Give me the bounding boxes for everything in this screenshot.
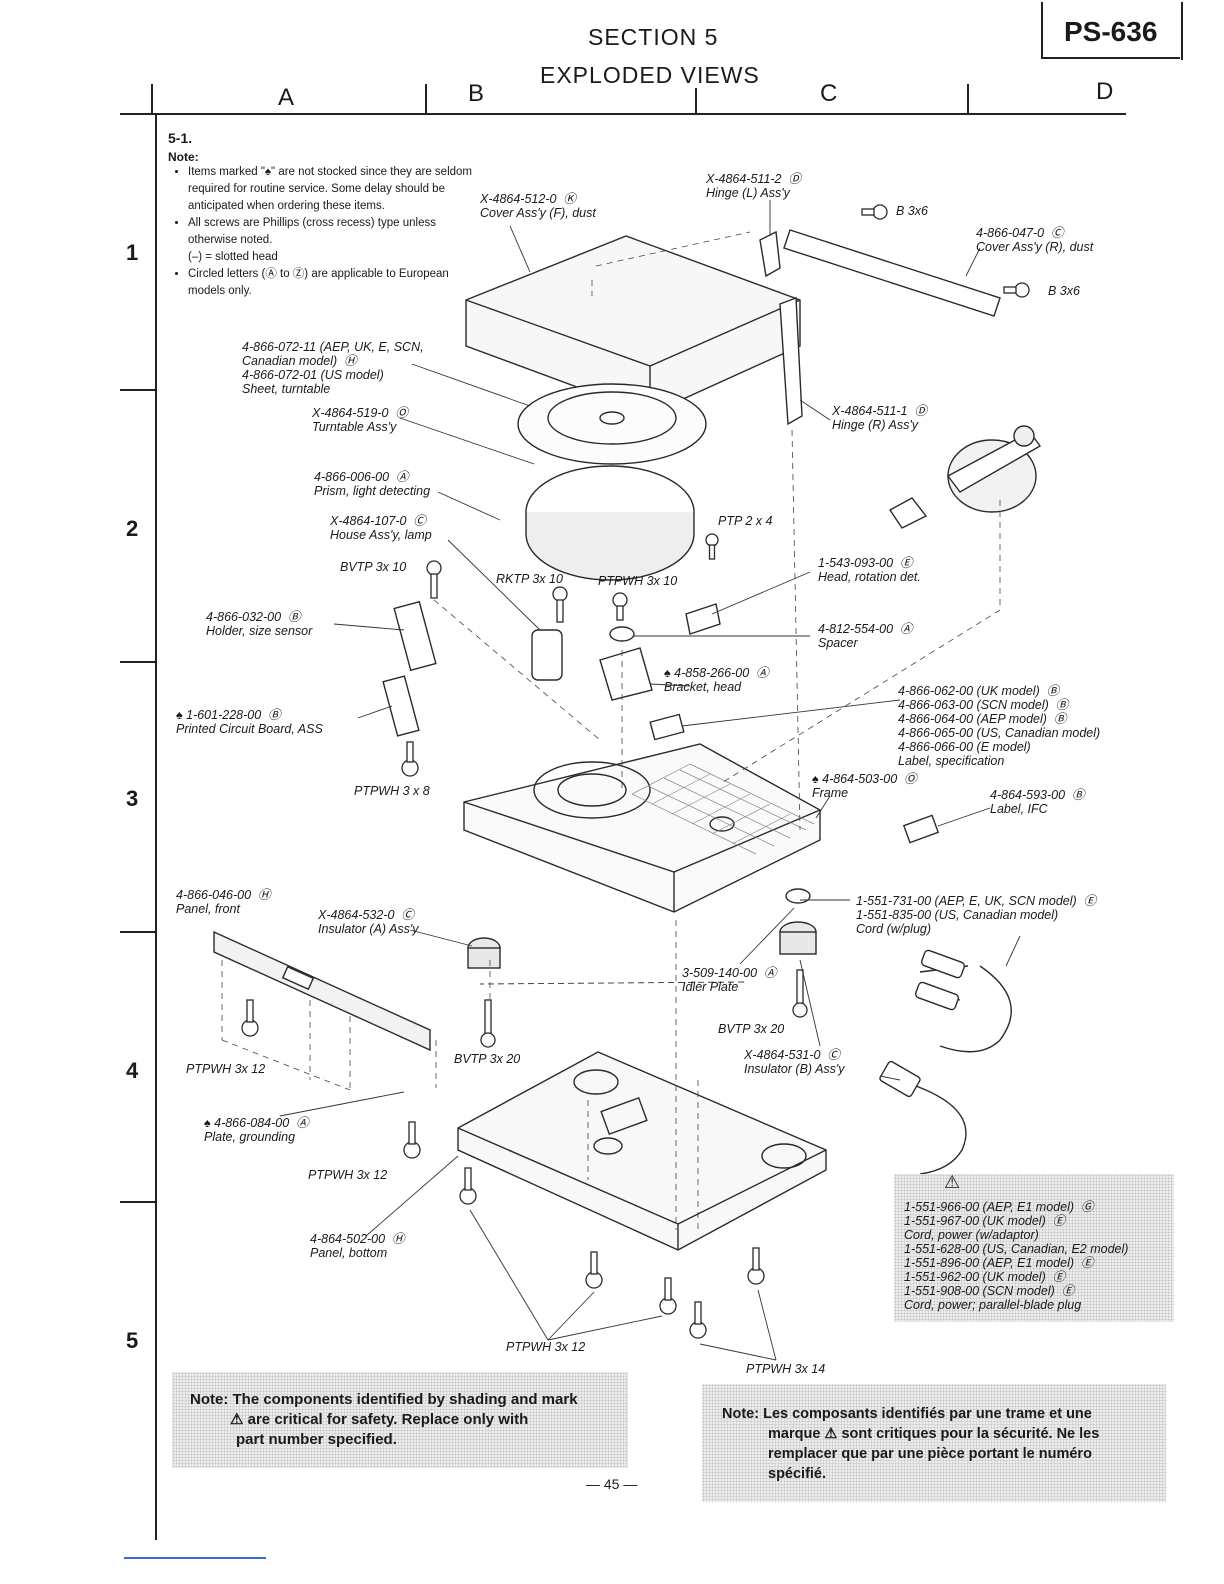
label-screw-ptpwh3x12-c: PTPWH 3x 12: [506, 1340, 586, 1354]
notes-list: Items marked "♠" are not stocked since t…: [170, 164, 474, 300]
label-sheet-turntable: 4-866-072-11 (AEP, UK, E, SCN, Canadian …: [242, 340, 424, 396]
label-spec: 4-866-062-00 (UK model) Ⓑ 4-866-063-00 (…: [898, 684, 1101, 768]
safety-note-en-line2: are critical for safety. Replace only wi…: [247, 1411, 529, 1428]
safety-note-en-line3: part number specified.: [236, 1431, 397, 1448]
section-heading: SECTION 5: [588, 24, 719, 50]
page-number: — 45 —: [586, 1476, 638, 1492]
safety-note-fr-line1: Les composants identifiés par une trame …: [763, 1406, 1092, 1422]
label-head-rotation: 1-543-093-00 Ⓔ Head, rotation det.: [818, 556, 921, 584]
label-screw-bvtp3x20-a: BVTP 3x 20: [718, 1022, 785, 1036]
label-screw-b3x6-b: B 3x6: [1048, 284, 1080, 298]
label-power-cords: 1-551-966-00 (AEP, E1 model) Ⓖ 1-551-967…: [904, 1200, 1129, 1312]
label-screw-ptpwh3x14: PTPWH 3x 14: [746, 1362, 826, 1376]
label-screw-ptp2x4: PTP 2 x 4: [718, 514, 773, 528]
label-screw-ptpwh3x8: PTPWH 3 x 8: [354, 784, 430, 798]
safety-note-en-prefix: Note:: [190, 1391, 229, 1408]
figure-number: 5-1.: [168, 130, 193, 146]
safety-note-fr-line3: remplacer que par une pièce portant le n…: [768, 1446, 1092, 1462]
safety-note-fr-line2b: sont critiques pour la sécurité. Ne les: [841, 1426, 1100, 1442]
row-label-3: 3: [126, 786, 139, 811]
label-insulator-b: X-4864-531-0 Ⓒ Insulator (B) Ass'y: [744, 1048, 845, 1076]
column-label-b: B: [468, 80, 485, 107]
label-spacer: 4-812-554-00 Ⓐ Spacer: [818, 622, 913, 650]
label-cover-dust-r: 4-866-047-0 Ⓒ Cover Ass'y (R), dust: [976, 226, 1094, 254]
label-panel-front: 4-866-046-00 Ⓗ Panel, front: [176, 888, 271, 916]
label-screw-rktp3x10: RKTP 3x 10: [496, 572, 563, 586]
safety-note-fr-prefix: Note:: [722, 1406, 760, 1422]
safety-note-fr-line2a: marque: [768, 1426, 821, 1442]
safety-note-english: Note: The components identified by shadi…: [172, 1372, 628, 1468]
label-ifc: 4-864-593-00 Ⓑ Label, IFC: [990, 788, 1085, 816]
row-label-5: 5: [126, 1328, 139, 1353]
label-cord-plug: 1-551-731-00 (AEP, E, UK, SCN model) Ⓔ 1…: [856, 894, 1097, 936]
label-turntable: X-4864-519-0 Ⓞ Turntable Ass'y: [312, 406, 408, 434]
row-label-1: 1: [126, 240, 139, 265]
page-title: EXPLODED VIEWS: [540, 62, 760, 88]
column-label-d: D: [1096, 78, 1114, 105]
label-hinge-r: X-4864-511-1 Ⓓ Hinge (R) Ass'y: [832, 404, 927, 432]
column-label-a: A: [278, 84, 295, 111]
safety-note-french: Note: Les composants identifiés par une …: [702, 1384, 1166, 1502]
safety-warning-icon: ⚠: [824, 1426, 838, 1442]
label-screw-ptpwh3x10: PTPWH 3x 10: [598, 574, 678, 588]
safety-warning-icon: ⚠: [944, 1172, 961, 1192]
safety-warning-icon: ⚠: [230, 1411, 244, 1428]
label-screw-ptpwh3x12-a: PTPWH 3x 12: [186, 1062, 266, 1076]
label-screw-b3x6-a: B 3x6: [896, 204, 928, 218]
row-label-4: 4: [126, 1058, 139, 1083]
label-screw-ptpwh3x12-b: PTPWH 3x 12: [308, 1168, 388, 1182]
label-hinge-l: X-4864-511-2 Ⓓ Hinge (L) Ass'y: [706, 172, 801, 200]
note-item-2: All screws are Phillips (cross recess) t…: [188, 215, 474, 266]
label-pcb: ♠ 1-601-228-00 Ⓑ Printed Circuit Board, …: [176, 708, 323, 736]
row-label-2: 2: [126, 516, 139, 541]
label-house-lamp: X-4864-107-0 Ⓒ House Ass'y, lamp: [330, 514, 432, 542]
label-panel-bottom: 4-864-502-00 Ⓗ Panel, bottom: [310, 1232, 405, 1260]
label-idler-plate: 3-509-140-00 Ⓐ Idler Plate: [682, 966, 777, 994]
safety-note-en-line1: The components identified by shading and…: [232, 1391, 578, 1408]
note-item-3: Circled letters (Ⓐ to Ⓩ) are applicable …: [188, 266, 474, 300]
label-cover-dust-f: X-4864-512-0 Ⓚ Cover Ass'y (F), dust: [480, 192, 596, 220]
note-item-1: Items marked "♠" are not stocked since t…: [188, 164, 474, 215]
label-holder-size-sensor: 4-866-032-00 Ⓑ Holder, size sensor: [206, 610, 313, 638]
label-screw-bvtp3x20-b: BVTP 3x 20: [454, 1052, 521, 1066]
label-bracket-head: ♠ 4-858-266-00 Ⓐ Bracket, head: [664, 666, 769, 694]
power-cord-shaded-box: ⚠ 1-551-966-00 (AEP, E1 model) Ⓖ 1-551-9…: [894, 1172, 1174, 1322]
label-prism: 4-866-006-00 Ⓐ Prism, light detecting: [314, 470, 431, 498]
label-insulator-a: X-4864-532-0 Ⓒ Insulator (A) Ass'y: [318, 908, 419, 936]
label-screw-bvtp3x10: BVTP 3x 10: [340, 560, 407, 574]
label-plate-grounding: ♠ 4-866-084-00 Ⓐ Plate, grounding: [204, 1116, 309, 1144]
label-frame: ♠ 4-864-503-00 Ⓞ Frame: [812, 772, 917, 800]
column-label-c: C: [820, 80, 838, 107]
model-number: PS-636: [1064, 16, 1158, 47]
notes-heading: Note:: [168, 150, 199, 164]
safety-note-fr-line4: spécifié.: [768, 1466, 827, 1482]
